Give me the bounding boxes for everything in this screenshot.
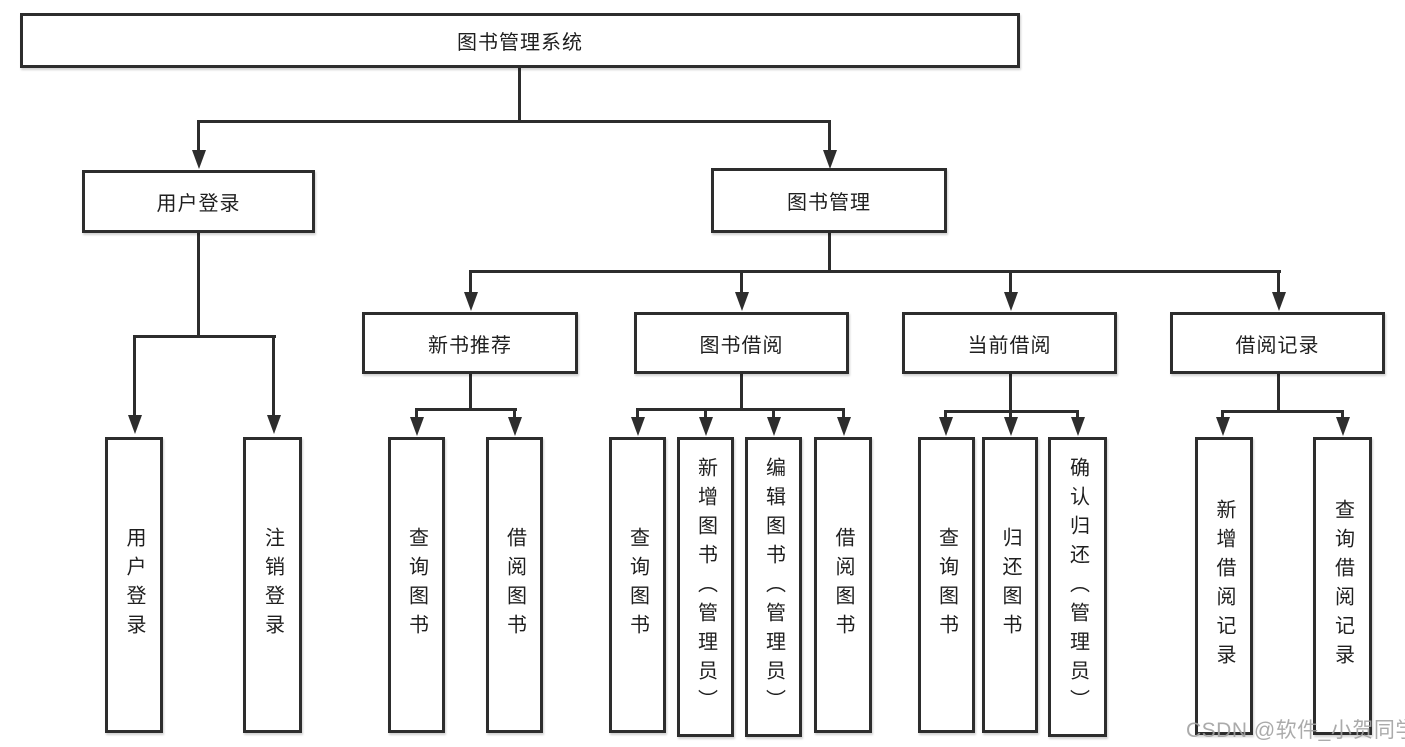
csdn-watermark: CSDN @软件_小贺同学 — [1186, 719, 1405, 742]
arrow-down-icon — [1009, 410, 1012, 417]
arrow-down-icon — [1009, 270, 1012, 292]
arrow-down-icon — [828, 120, 831, 150]
leaf-records-query-borrow-record-label: 查询借阅记录 — [1331, 499, 1354, 673]
node-current-borrowing: 当前借阅 — [902, 312, 1117, 374]
node-new-book-recommendation-label: 新书推荐 — [428, 334, 512, 357]
arrow-down-icon — [272, 335, 275, 415]
arrow-down-icon — [513, 408, 516, 417]
connector-new-book-stem — [469, 374, 472, 411]
node-book-management: 图书管理 — [711, 168, 947, 233]
leaf-records-query-borrow-record: 查询借阅记录 — [1313, 437, 1372, 735]
leaf-records-add-borrow-record-label: 新增借阅记录 — [1213, 499, 1235, 673]
root-node-label: 图书管理系统 — [457, 32, 583, 54]
leaf-current-confirm-return-admin-label: 确认归还（管理员） — [1066, 456, 1089, 718]
node-borrowing-records-label: 借阅记录 — [1235, 334, 1320, 357]
leaf-user-login-label: 用户登录 — [123, 527, 145, 643]
leaf-borrowing-borrow-books: 借阅图书 — [814, 437, 872, 733]
arrow-down-icon — [415, 408, 418, 417]
leaf-newbook-borrow-books: 借阅图书 — [486, 437, 543, 733]
leaf-borrowing-query-books: 查询图书 — [609, 437, 666, 733]
node-new-book-recommendation: 新书推荐 — [362, 312, 578, 374]
node-user-login: 用户登录 — [82, 170, 315, 233]
node-book-borrowing-label: 图书借阅 — [699, 334, 784, 357]
leaf-borrowing-edit-books-admin: 编辑图书（管理员） — [745, 437, 802, 737]
connector-root-split — [197, 120, 831, 123]
arrow-down-icon — [133, 335, 136, 415]
arrow-down-icon — [469, 270, 472, 292]
node-borrowing-records: 借阅记录 — [1170, 312, 1385, 374]
connector-new-book-split — [415, 408, 517, 411]
root-node-library-management-system: 图书管理系统 — [20, 13, 1020, 68]
connector-book-management-stem — [828, 233, 831, 273]
leaf-current-confirm-return-admin: 确认归还（管理员） — [1048, 437, 1107, 737]
node-current-borrowing-label: 当前借阅 — [967, 334, 1052, 357]
connector-book-borrowing-stem — [740, 374, 743, 411]
connector-user-login-split — [133, 335, 276, 338]
connector-book-management-split — [469, 270, 1281, 273]
leaf-borrowing-borrow-books-label: 借阅图书 — [832, 527, 854, 643]
arrow-down-icon — [197, 120, 200, 150]
leaf-current-return-books: 归还图书 — [982, 437, 1038, 733]
node-book-management-label: 图书管理 — [787, 192, 871, 214]
leaf-current-return-books-label: 归还图书 — [999, 527, 1021, 643]
leaf-records-add-borrow-record: 新增借阅记录 — [1195, 437, 1253, 735]
connector-book-borrowing-split — [636, 408, 845, 411]
connector-user-login-stem — [197, 233, 200, 338]
arrow-down-icon — [1341, 410, 1344, 417]
arrow-down-icon — [1076, 410, 1079, 417]
arrow-down-icon — [636, 408, 639, 417]
arrow-down-icon — [842, 408, 845, 417]
connector-borrowing-records-stem — [1277, 374, 1280, 413]
arrow-down-icon — [772, 408, 775, 417]
leaf-newbook-borrow-books-label: 借阅图书 — [503, 527, 526, 643]
leaf-current-query-books-label: 查询图书 — [935, 527, 958, 643]
arrow-down-icon — [1277, 270, 1280, 292]
node-book-borrowing: 图书借阅 — [634, 312, 849, 374]
arrow-down-icon — [704, 408, 707, 417]
connector-current-borrowing-stem — [1009, 374, 1012, 413]
arrow-down-icon — [1221, 410, 1224, 417]
leaf-current-query-books: 查询图书 — [918, 437, 975, 733]
arrow-down-icon — [740, 270, 743, 292]
leaf-borrowing-add-books-admin: 新增图书（管理员） — [677, 437, 734, 737]
leaf-borrowing-add-books-admin-label: 新增图书（管理员） — [694, 456, 717, 718]
node-user-login-label: 用户登录 — [156, 193, 241, 215]
leaf-newbook-query-books-label: 查询图书 — [405, 527, 428, 643]
leaf-borrowing-edit-books-admin-label: 编辑图书（管理员） — [762, 456, 785, 718]
connector-borrowing-records-split — [1221, 410, 1344, 413]
leaf-user-login: 用户登录 — [105, 437, 163, 733]
leaf-newbook-query-books: 查询图书 — [388, 437, 445, 733]
connector-root-stem — [518, 68, 521, 123]
leaf-logout-login: 注销登录 — [243, 437, 302, 733]
leaf-logout-login-label: 注销登录 — [261, 527, 284, 643]
arrow-down-icon — [944, 410, 947, 417]
leaf-borrowing-query-books-label: 查询图书 — [626, 527, 649, 643]
